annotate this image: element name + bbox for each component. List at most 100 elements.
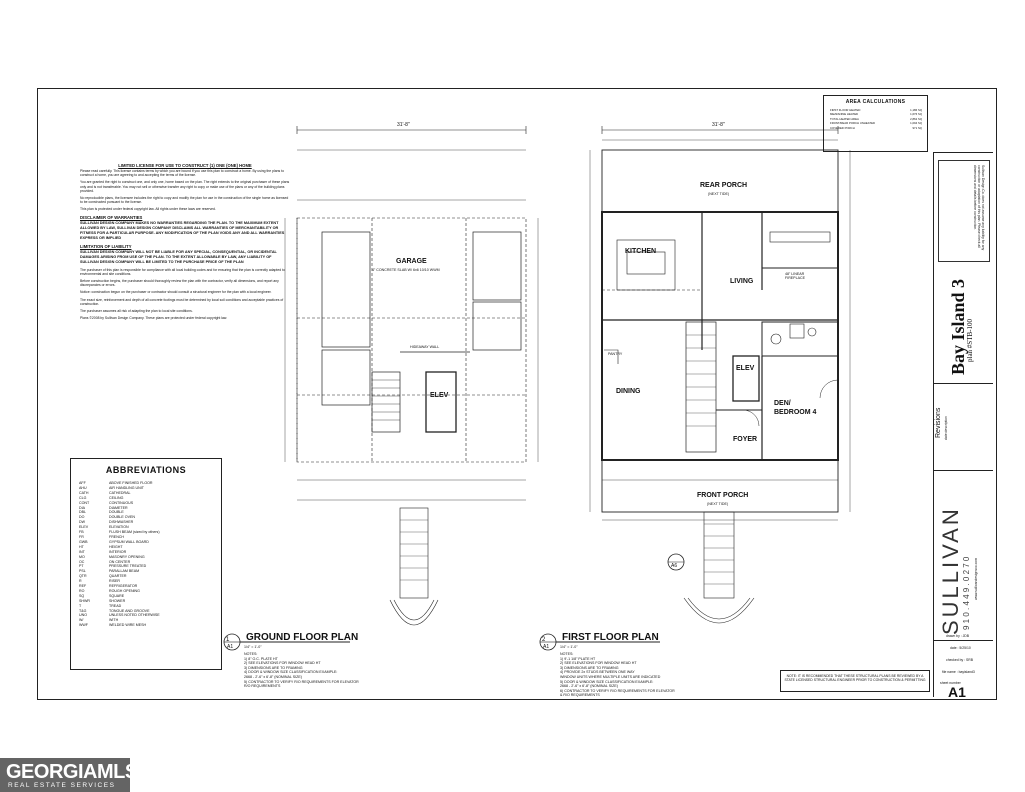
abbreviation-meaning: UNLESS NOTED OTHERWISE — [109, 613, 160, 618]
plan-note-line: NOTES: — [560, 652, 574, 656]
garage-slab-note: 4" CONCRETE SLAB W/ 6x6 10/10 WWM — [372, 268, 440, 272]
abbreviation-row: DW DISHWASHER — [79, 520, 217, 525]
abbreviation-key: FB — [79, 530, 84, 535]
abbreviation-meaning: ELEVATION — [109, 525, 129, 530]
area-label: COVERED PORCH — [830, 125, 855, 130]
abbreviation-key: REF — [79, 584, 87, 589]
license-paragraph: The purchaser assumes all risk of adapti… — [80, 309, 193, 314]
plan-note-line: 2) SEE ELEVATIONS FOR WINDOW HEAD HT — [560, 661, 637, 666]
abbreviation-key: QTR — [79, 574, 87, 579]
title-block-divider — [933, 383, 993, 384]
abbreviation-key: WWF — [79, 623, 88, 628]
georgiamls-watermark: GEORGIAMLS REAL ESTATE SERVICES — [0, 758, 138, 792]
abbreviation-key: DO — [79, 515, 85, 520]
abbreviation-row: PSL PARALLAM BEAM — [79, 569, 217, 574]
abbreviation-key: PSL — [79, 569, 86, 574]
area-value: 1,676 SQ — [910, 112, 922, 117]
sheet-number: A1 — [948, 684, 966, 700]
license-heading: LIMITED LICENSE FOR USE TO CONSTRUCT (1)… — [118, 163, 252, 168]
first-plan-scale: 1/4" = 1'-0" — [560, 645, 578, 649]
abbreviation-meaning: AIR HANDLING UNIT — [109, 485, 144, 490]
hideaway-wall-label: HIDEAWAY WALL — [410, 345, 440, 349]
title-block-divider — [933, 640, 993, 641]
abbreviation-meaning: PRESSURE TREATED — [109, 564, 147, 569]
abbreviation-meaning: CONTINUOUS — [109, 500, 134, 505]
license-paragraph: You are granted the right to construct o… — [80, 180, 290, 193]
rear-porch-subtitle: (NEXT TIDE) — [708, 192, 730, 196]
title-block — [933, 152, 994, 697]
abbreviation-key: HT — [79, 544, 84, 549]
abbreviation-key: INT — [79, 549, 85, 554]
ground-overall-dimension: 31'-8" — [397, 122, 410, 128]
file-name: file name : bayisland3 — [942, 670, 975, 674]
plan-number: plan #STB-100 — [966, 319, 974, 362]
abbreviation-key: FR — [79, 534, 84, 539]
disclaimer-heading: DISCLAIMER OF WARRANTIES — [80, 214, 143, 220]
abbreviation-meaning: GYPSUM WALL BOARD — [109, 539, 149, 544]
area-value: 971 SQ — [912, 125, 923, 130]
abbreviation-key: RO — [79, 588, 85, 593]
watermark-subtitle: REAL ESTATE SERVICES — [8, 782, 116, 789]
abbreviation-key: W/ — [79, 618, 84, 623]
abbreviation-key: T&G — [79, 608, 87, 613]
abbreviation-key: OC — [79, 559, 85, 564]
first-room-dining: DINING — [616, 388, 641, 395]
abbreviation-key: AFF — [79, 481, 86, 485]
abbreviation-meaning: WITH — [109, 618, 119, 623]
license-copyright: Plans ©2008 by Sullivan Design Company. … — [80, 316, 228, 321]
abbreviation-key: ELEV — [79, 525, 89, 530]
abbreviation-key: DBL — [79, 510, 86, 515]
abbreviation-meaning: DOUBLE — [109, 510, 124, 515]
abbreviation-meaning: PARALLAM BEAM — [109, 569, 140, 574]
sheet-number-label: sheet number — [940, 681, 961, 685]
title-block-note-box: Sullivan Design Co. does not assume any … — [938, 160, 990, 262]
abbreviation-key: DW — [79, 520, 85, 525]
area-label: TOTAL HEATED AREA — [830, 116, 859, 121]
area-row: COVERED PORCH 971 SQ — [830, 126, 922, 130]
ground-room-elevator: ELEV — [430, 392, 449, 399]
front-porch-subtitle: (NEXT TIDE) — [707, 502, 729, 506]
plan-note-line: 2668 - 2'-6" x 6'-8" (NOMINAL SIZE) — [244, 674, 302, 679]
area-calculations-title: AREA CALCULATIONS — [845, 99, 906, 105]
first-overall-dimension: 31'-8" — [712, 122, 725, 128]
company-website: www.sullivandesignsco.com — [974, 557, 978, 600]
plan-note-line: 1) 8" O.C. PLATE HT — [244, 656, 278, 661]
abbreviation-meaning: DISHWASHER — [109, 520, 134, 525]
area-label: FIRST FLOOR HEATED — [830, 108, 861, 112]
plan-note-line: WINDOW UNITS WHERE MULTIPLE UNITS ARE IN… — [560, 674, 661, 679]
drawing-sheet-border — [37, 88, 997, 700]
abbreviation-key: PT — [79, 564, 84, 569]
abbreviation-key: SHWR — [79, 598, 90, 603]
plan-note-line: 6) CONTRACTOR TO VERIFY R/O REQUIREMENTS… — [560, 688, 675, 693]
abbreviation-row: INT INTERIOR — [79, 550, 217, 555]
liability-heading: LIMITATION OF LIABILITY — [80, 243, 132, 249]
plan-note-line: 3) DIMENSIONS ARE TO FRAMING — [244, 665, 303, 670]
abbreviation-meaning: INTERIOR — [109, 549, 127, 554]
plan-note-line: 4) DOOR & WINDOW SIZE CLASSIFICATION EXA… — [244, 670, 338, 675]
abbreviation-key: CATH — [79, 490, 89, 495]
liability-body: SULLIVAN DESIGN COMPANY WILL NOT BE LIAB… — [80, 249, 277, 264]
abbreviation-row: PT PRESSURE TREATED — [79, 564, 217, 569]
abbreviation-key: DIA — [79, 505, 85, 510]
first-plan-title: FIRST FLOOR PLAN — [562, 632, 659, 643]
structural-note: NOTE: IT IS RECOMMENDED THAT THESE STRUC… — [780, 670, 930, 692]
license-paragraph: Please read carefully. This license cont… — [80, 169, 284, 178]
plan-note-line: 2668 - 2'-6" x 6'-8" (NOMINAL SIZE) — [560, 684, 618, 689]
